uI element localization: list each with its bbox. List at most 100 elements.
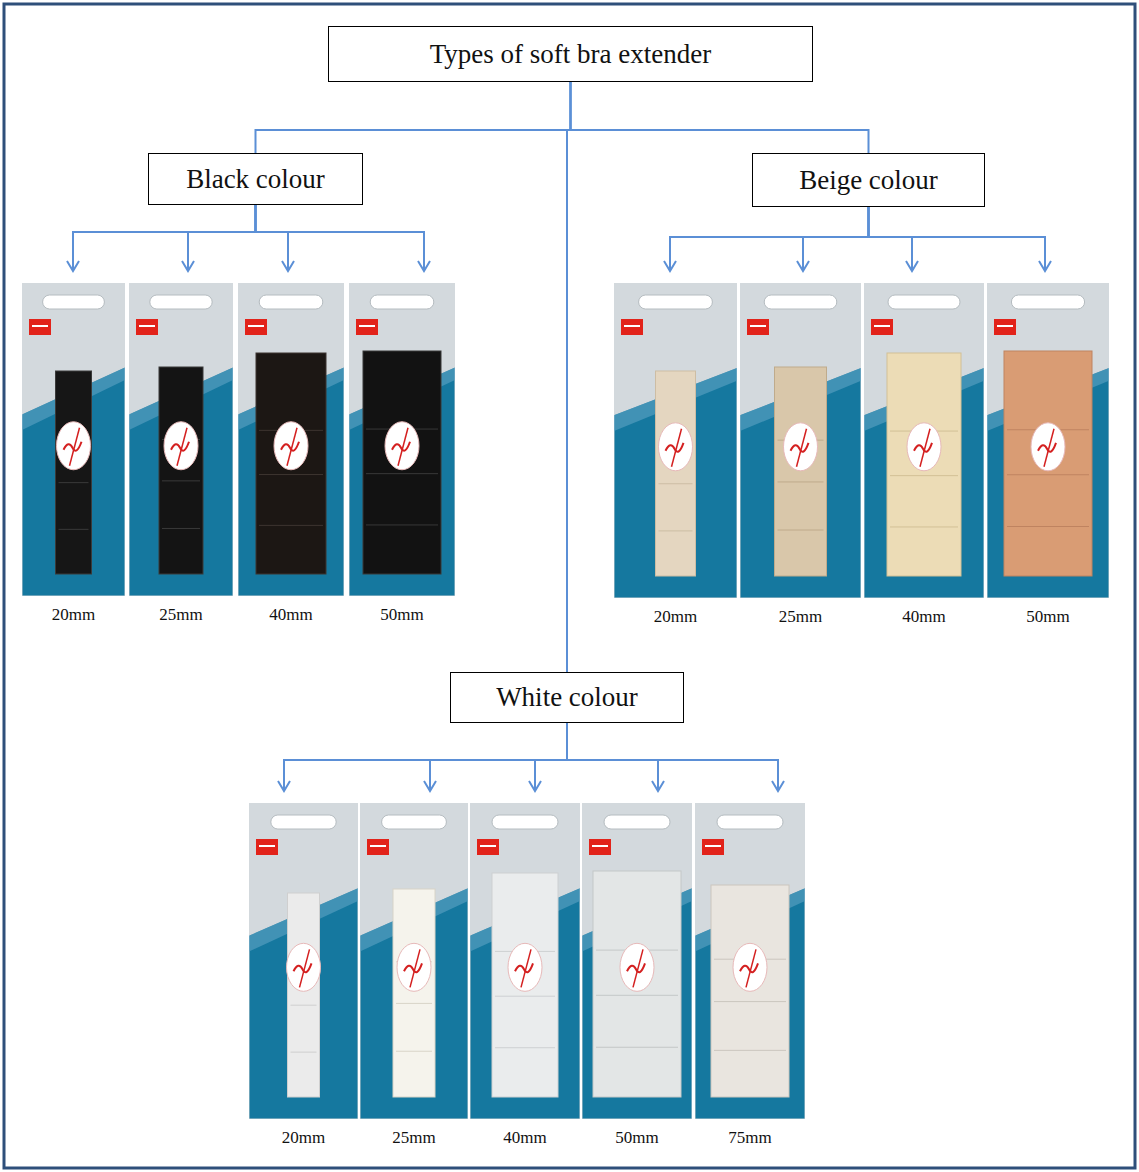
package-illustration [987, 283, 1109, 598]
soft-seal [287, 943, 321, 991]
hang-hole [1011, 295, 1084, 309]
size-label: 25mm [730, 604, 871, 630]
product-package: 75mm [695, 803, 805, 1151]
box-label: Types of soft bra extender [430, 39, 712, 70]
product-package: 40mm [470, 803, 580, 1151]
hook-row [291, 1005, 317, 1006]
box-label: Beige colour [799, 165, 938, 196]
product-package: 50mm [349, 283, 455, 628]
brand-logo-mark [750, 325, 766, 327]
product-package: 25mm [360, 803, 468, 1151]
size-label: 40mm [460, 1125, 590, 1151]
soft-seal [907, 423, 941, 471]
soft-seal [508, 943, 542, 991]
product-package: 20mm [249, 803, 358, 1151]
card-back [470, 803, 580, 1119]
soft-seal [784, 423, 818, 471]
hook-row [495, 996, 555, 997]
hook-row [659, 483, 693, 484]
brand-logo-mark [248, 325, 264, 327]
seal-stroke [920, 429, 930, 467]
brand-logo-mark [480, 845, 496, 847]
card-back [614, 283, 737, 598]
connector [567, 82, 571, 672]
size-label: 50mm [339, 602, 465, 628]
brand-logo [477, 839, 499, 855]
package-illustration [582, 803, 692, 1119]
package-illustration [695, 803, 805, 1119]
card-back [360, 803, 468, 1119]
seal-script [404, 963, 422, 972]
hook-row [291, 1052, 317, 1053]
connector [430, 723, 567, 791]
size-label: 25mm [119, 602, 243, 628]
hang-hole [492, 815, 558, 829]
package-illustration [349, 283, 455, 596]
connector [188, 205, 256, 271]
hook-row [162, 480, 200, 481]
soft-seal [274, 422, 308, 470]
card-back [864, 283, 984, 598]
package-illustration [249, 803, 358, 1119]
size-label: 75mm [685, 1125, 815, 1151]
product-package: 40mm [864, 283, 984, 630]
brand-logo [356, 319, 378, 335]
hook-row [778, 530, 824, 531]
connector [670, 207, 869, 271]
card-back [238, 283, 344, 596]
product-package: 20mm [614, 283, 737, 630]
soft-seal [397, 943, 431, 991]
seal-script [666, 443, 684, 452]
brand-logo-mark [370, 845, 386, 847]
size-label: 20mm [239, 1125, 368, 1151]
seal-stroke [398, 428, 408, 466]
seal-script [791, 443, 809, 452]
box-label: Black colour [186, 164, 325, 195]
connector [567, 723, 778, 791]
brand-logo-mark [624, 325, 640, 327]
seal-stroke [300, 949, 310, 987]
hang-hole [271, 815, 336, 829]
brand-logo [136, 319, 158, 335]
connector [73, 205, 256, 271]
seal-script [281, 442, 299, 451]
brand-logo [621, 319, 643, 335]
seal-script [64, 442, 82, 451]
size-label: 50mm [572, 1125, 702, 1151]
package-illustration [614, 283, 737, 598]
product-package: 25mm [740, 283, 861, 630]
seal-stroke [1044, 429, 1054, 467]
package-illustration [22, 283, 125, 596]
soft-seal [385, 422, 419, 470]
card-back [740, 283, 861, 598]
seal-stroke [287, 428, 297, 466]
hook-row [596, 1047, 678, 1048]
hook-row [659, 530, 693, 531]
extender-strip [256, 353, 326, 574]
hang-hole [370, 295, 434, 309]
hang-hole [639, 295, 713, 309]
connector [256, 205, 425, 271]
extender-strip [393, 889, 435, 1097]
hook-row [714, 1001, 786, 1002]
card-back [987, 283, 1109, 598]
seal-script [294, 963, 312, 972]
brand-logo [367, 839, 389, 855]
connector [284, 723, 567, 791]
brand-logo-mark [997, 325, 1013, 327]
category-box: Types of soft bra extender [328, 26, 813, 82]
product-package: 40mm [238, 283, 344, 628]
extender-strip [887, 353, 961, 576]
connector [869, 207, 913, 271]
connector [535, 723, 567, 791]
card-back [22, 283, 125, 596]
soft-seal [1031, 423, 1065, 471]
size-label: 20mm [604, 604, 747, 630]
brand-logo [747, 319, 769, 335]
hook-row [890, 475, 958, 476]
hook-row [259, 474, 323, 475]
seal-script [392, 442, 410, 451]
package-illustration [360, 803, 468, 1119]
brand-logo [245, 319, 267, 335]
hang-hole [764, 295, 837, 309]
